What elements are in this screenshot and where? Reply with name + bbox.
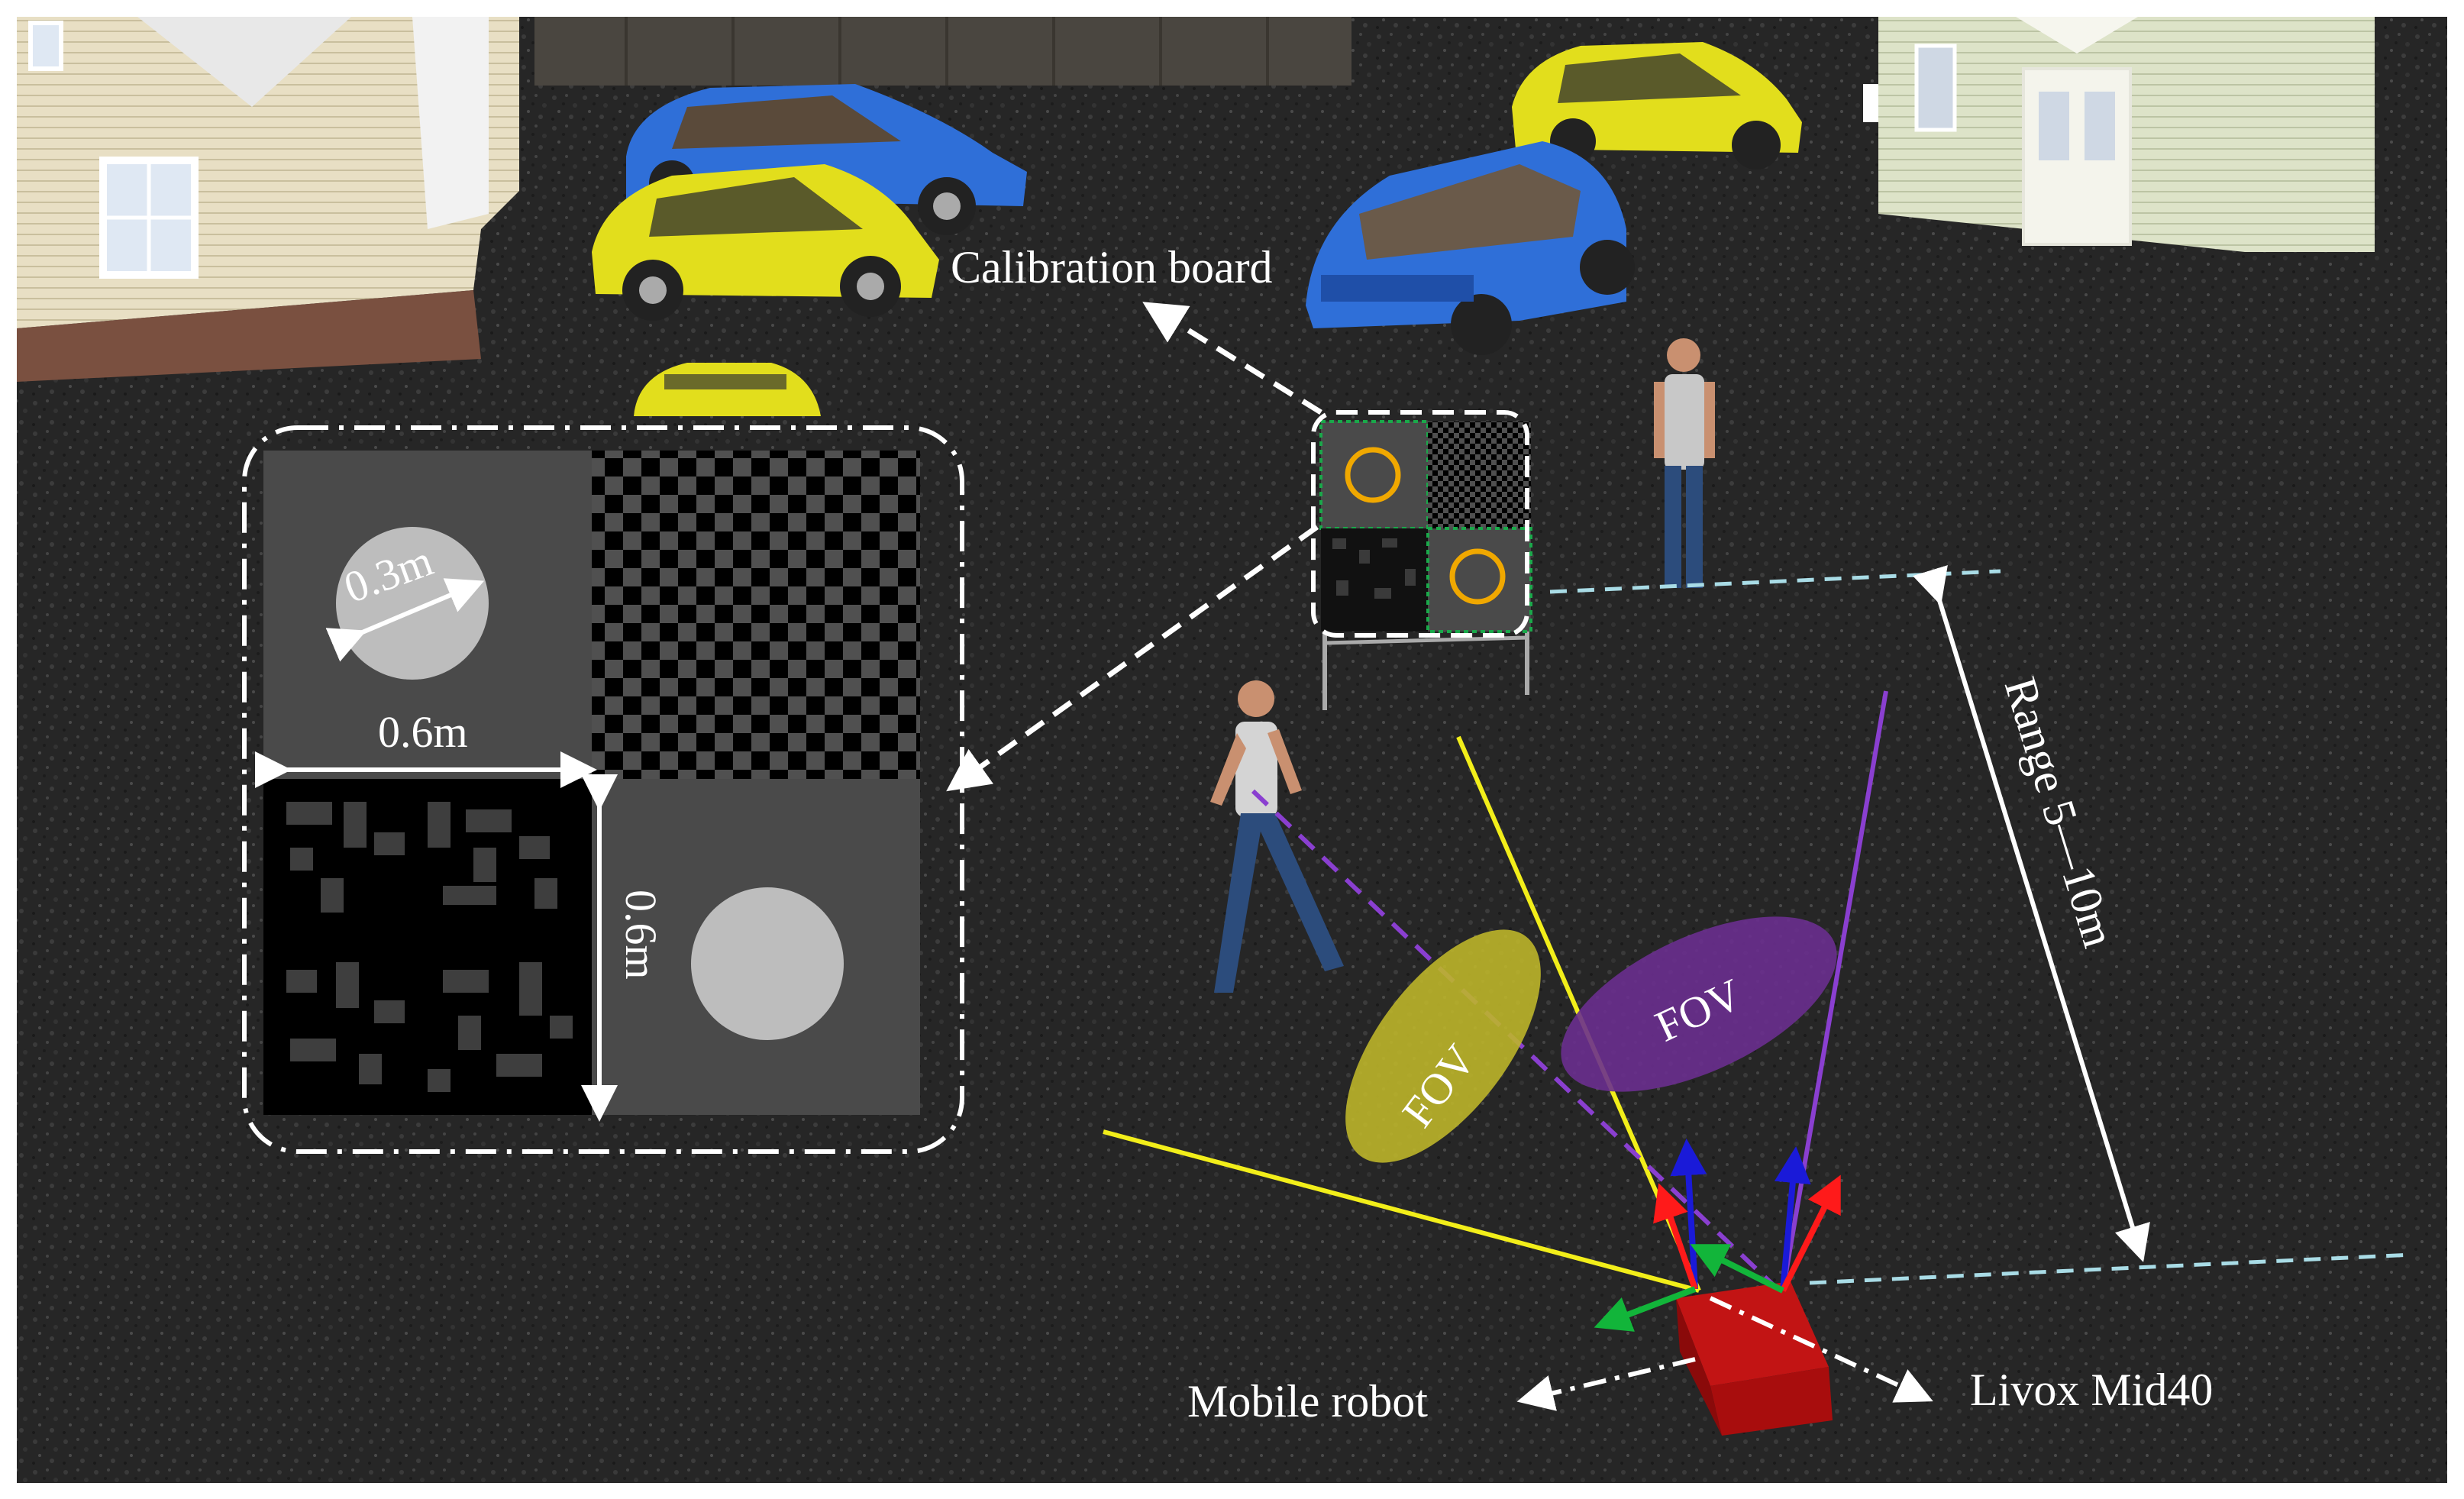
arrow-mobile-robot <box>1516 1357 1696 1411</box>
fov-purple-ellipse <box>1561 916 1837 1092</box>
label-height: 0.6m <box>616 890 666 980</box>
mobile-robot-body <box>1676 1281 1833 1436</box>
coordinate-axes <box>1594 1139 1841 1332</box>
arrow-lidar <box>1709 1296 1933 1403</box>
car-yellow-partial <box>634 363 821 416</box>
label-mobile-robot: Mobile robot <box>1187 1376 1428 1426</box>
aruco-marker-pattern <box>286 802 573 1092</box>
label-lidar: Livox Mid40 <box>1970 1365 2213 1415</box>
label-calibration-board: Calibration board <box>951 242 1273 292</box>
range-dash-bottom <box>1809 1252 2414 1285</box>
ray-yellow-lower <box>1103 1129 1700 1293</box>
circle-hole-bottom <box>691 887 844 1040</box>
range-arrow <box>1912 564 2150 1262</box>
fence <box>534 17 1351 86</box>
arrow-to-zoom <box>946 525 1319 792</box>
ray-purple-right <box>1781 690 1888 1291</box>
house-right <box>1863 17 2375 252</box>
calibration-board-zoom <box>242 425 964 1154</box>
car-yellow-back-right <box>1512 42 1802 170</box>
person-standing <box>1654 338 1715 588</box>
diameter-arrow <box>325 578 485 662</box>
fov-yellow-ellipse <box>1345 929 1541 1163</box>
label-width: 0.6m <box>378 707 468 757</box>
person-walking <box>1210 680 1344 993</box>
house-left <box>17 17 519 382</box>
car-blue-front-right <box>1306 141 1635 355</box>
car-yellow-front-left <box>592 164 939 321</box>
calibration-board-stand <box>1311 410 1532 710</box>
range-dash-top <box>1549 569 2001 594</box>
